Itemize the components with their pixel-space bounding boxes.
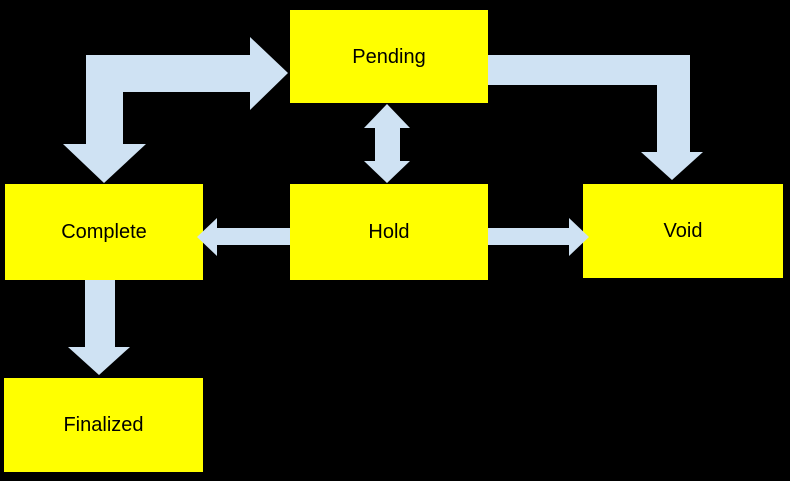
arrow-complete-finalized-icon	[68, 280, 130, 375]
arrow-pending-void-icon	[488, 55, 703, 180]
node-label: Pending	[352, 45, 426, 68]
node-finalized: Finalized	[4, 378, 203, 472]
arrow-complete-pending-bidirectional-icon	[63, 37, 288, 183]
node-label: Finalized	[63, 414, 144, 436]
node-hold: Hold	[290, 184, 488, 280]
node-label: Void	[663, 220, 703, 242]
node-complete: Complete	[5, 184, 203, 280]
node-void: Void	[583, 184, 783, 278]
node-label: Complete	[61, 221, 147, 243]
arrow-pending-hold-bidirectional-icon	[364, 104, 410, 183]
node-label: Hold	[368, 221, 410, 243]
node-pending: Pending	[290, 10, 488, 103]
arrow-hold-complete-icon	[197, 218, 290, 256]
arrow-hold-void-icon	[488, 218, 589, 256]
